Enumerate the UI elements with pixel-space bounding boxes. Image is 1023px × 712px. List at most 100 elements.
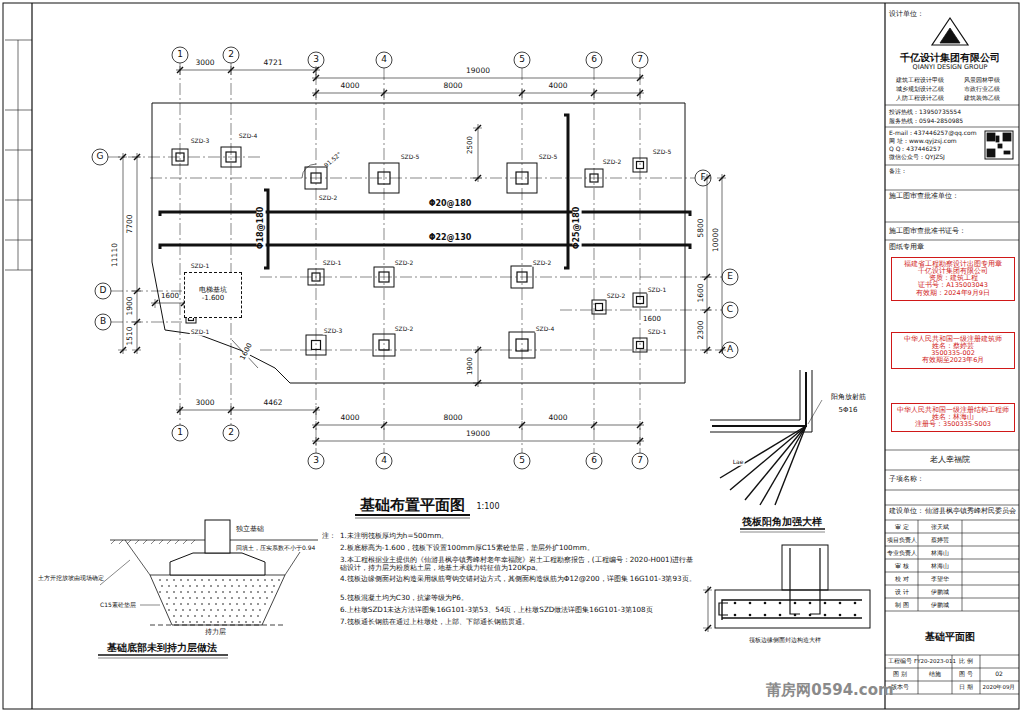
fill-dot [236, 603, 238, 605]
rebar-dot [764, 614, 767, 617]
dimension-text: 10000 [712, 227, 720, 253]
detail-label: C15素砼垫层 [100, 602, 136, 609]
titleblock-text: 网 址：www.qyjzsj.com [889, 138, 957, 145]
node-heading: 中华人民共和国一级注册结构工程师 [897, 407, 1009, 414]
fill-dot [257, 603, 259, 605]
column-section [782, 545, 828, 590]
detail-label: Lae [732, 459, 745, 466]
fill-dot [222, 591, 224, 593]
column-footing [221, 147, 241, 167]
node-text: -1.600 [202, 295, 225, 303]
fill-dot [208, 615, 210, 617]
dimension-text: 1600 [239, 341, 255, 362]
titleblock-text: 审 核 [895, 563, 909, 570]
dimension-tick [519, 422, 525, 428]
fill-dot [196, 585, 198, 587]
detail-label: 5Φ16 [839, 407, 858, 415]
dimension-text: 1600 [642, 316, 662, 324]
column-footing [172, 149, 188, 165]
dimension-text: 4000 [548, 82, 567, 90]
column-stub [226, 152, 236, 162]
fill-dot [264, 591, 266, 593]
node-heading: 电梯基坑 [199, 287, 227, 295]
column-footing [633, 158, 647, 172]
footing-tag: SZD-1 [647, 329, 668, 336]
dimension-tick [134, 347, 140, 353]
fill-dot [271, 591, 273, 593]
qr-code [998, 144, 1002, 148]
rebar-dot [734, 614, 737, 617]
axis-bubble [632, 52, 648, 68]
fill-dot [229, 591, 231, 593]
titleblock-text: 项目负责人 [887, 537, 917, 544]
dimension-text: 1600 [161, 293, 179, 301]
fill-dot [210, 609, 212, 611]
rebar-dot [734, 602, 737, 605]
dimension-line [232, 340, 258, 368]
fill-dot [264, 603, 266, 605]
titleblock-line [885, 585, 1019, 586]
slope-line [125, 540, 150, 575]
ground-hatch [159, 540, 163, 544]
dimension-tick [591, 422, 597, 428]
titleblock-line [885, 450, 1019, 451]
axis-bubble [586, 453, 602, 469]
titleblock-line [962, 520, 963, 611]
title-underline [98, 658, 228, 659]
dimension-tick [381, 90, 387, 96]
dimension-line [478, 124, 479, 182]
dimension-tick [228, 407, 234, 413]
column-stub [637, 342, 644, 349]
fill-dot [238, 585, 240, 587]
fill-dot [215, 603, 217, 605]
detail-title: 筏板阳角加强大样 [742, 517, 822, 527]
column-footing [374, 267, 394, 287]
axis-label: F [700, 173, 705, 183]
column-stub [379, 272, 389, 282]
axis-bubble [308, 52, 324, 68]
dimension-line [176, 410, 320, 411]
dimension-tick [313, 438, 319, 444]
titleblock-text: 伊鹏城 [931, 589, 949, 596]
leader-line [100, 560, 130, 585]
fill-dot [236, 615, 238, 617]
footing-tag: SZD-2 [606, 293, 627, 300]
fill-dot [243, 579, 245, 581]
axis-label: B [100, 317, 106, 327]
dimension-text: 4462 [263, 399, 282, 407]
footing-tag: SZD-5 [652, 149, 673, 156]
titleblock-text: 图 号 [959, 671, 973, 678]
detail-title: 筏板边缘侧面封边构造大样 [749, 637, 821, 644]
titleblock-line [885, 490, 1019, 491]
rebar [722, 600, 862, 620]
slope-line [285, 552, 300, 575]
dimension-line [722, 174, 723, 354]
dimension-tick [591, 90, 597, 96]
axis-bubble [632, 453, 648, 469]
axis-line [522, 68, 523, 453]
leader-line [808, 400, 822, 424]
dimension-line [123, 153, 124, 354]
fill-dot [201, 591, 203, 593]
titleblock-text: 伊鹏城 [931, 602, 949, 609]
axis-label: 7 [637, 55, 643, 65]
rebar-band [160, 212, 690, 216]
footing-tag: SZD-1 [647, 287, 668, 294]
fill-dot [229, 579, 231, 581]
footing-tag: SZD-1 [190, 263, 211, 270]
fill-dot [257, 579, 259, 581]
titleblock-line [885, 240, 1019, 241]
titleblock-text: 林海山 [931, 563, 949, 570]
axis-bubble [308, 453, 324, 469]
titleblock-text: 审 定 [895, 524, 909, 531]
fill-dot [196, 597, 198, 599]
dimension-tick [705, 625, 711, 631]
node-text: 注册号：3500335-S003 [915, 421, 991, 428]
dimension-tick [313, 90, 319, 96]
titleblock-text: 建设单位： [889, 508, 924, 515]
titleblock-text: 日 期 [959, 684, 973, 691]
rebar-dot [839, 602, 842, 605]
footing-tag: SZD-2 [318, 195, 339, 202]
qr-code [996, 136, 999, 142]
column-stub [311, 173, 321, 183]
